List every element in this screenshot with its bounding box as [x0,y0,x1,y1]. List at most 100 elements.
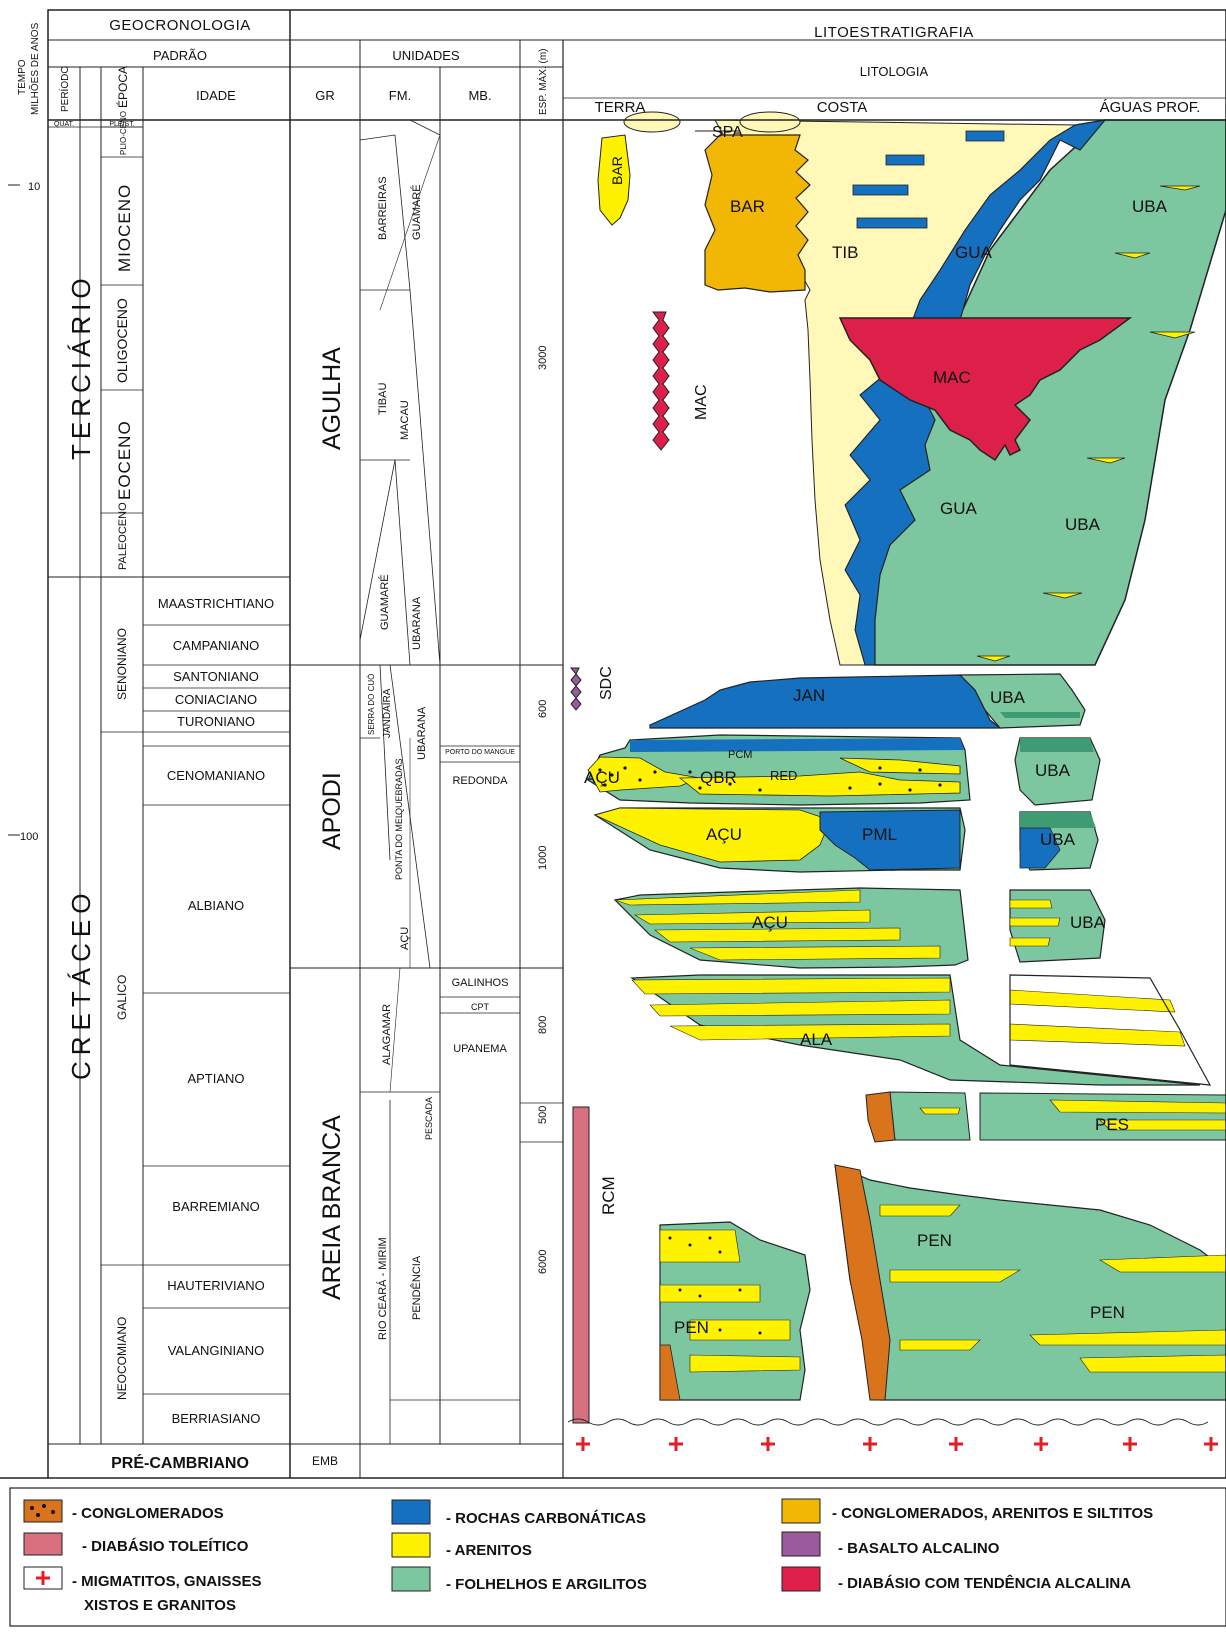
legend-folhelhos: - FOLHELHOS E ARGILITOS [446,1576,647,1593]
rcm-diabase [573,1107,589,1423]
rock-pcm: PCM [728,749,752,761]
mb-cpt: CPT [471,1002,490,1012]
legend-swatch-cong-aren-silt [782,1499,820,1523]
padrao-heading: PADRÃO [153,48,207,63]
carbonate-lens [966,131,1004,141]
legend-migmatitos-2: XISTOS E GRANITOS [84,1597,236,1614]
legend-conglomerados: - CONGLOMERADOS [72,1505,224,1522]
oligoceno-label: OLIGOCENO [114,298,130,383]
periodo-label: PERÍODO [58,66,71,112]
fm-rio-ceara-mirim: RIO CEARÁ - MIRIM [376,1237,389,1340]
thick-3000: 3000 [537,346,549,370]
legend: - CONGLOMERADOS - DIABÁSIO TOLEÍTICO - M… [10,1488,1226,1626]
fm-acu: AÇU [399,927,411,950]
legend-swatch-diabasio-toleitico [24,1533,62,1555]
legend-diabasio-toleitico: - DIABÁSIO TOLEÍTICO [82,1538,249,1555]
rock-rcm: RCM [599,1176,618,1215]
costa-label: COSTA [817,99,868,116]
thick-1000: 1000 [537,846,549,870]
carbonate-lens [886,155,924,165]
fm-serra-do-cuo: SERRA DO CUÓ [367,674,376,735]
legend-migmatitos-1: - MIGMATITOS, GNAISSES [72,1573,261,1590]
rock-tib: TIB [832,243,858,262]
time-10: 10 [28,181,40,193]
legend-swatch-folhelhos [392,1567,430,1591]
rock-gua-2: GUA [940,499,978,518]
rock-mac-dyke: MAC [693,384,710,420]
legend-diabasio-alc: - DIABÁSIO COM TENDÊNCIA ALCALINA [838,1574,1131,1592]
legend-swatch-diabasio-alc [782,1567,820,1591]
terra-label: TERRA [595,99,646,116]
tempo-label: TEMPO [17,59,28,95]
fm-guamare-1: GUAMARÉ [410,184,423,240]
group-areia-branca: AREIA BRANCA [318,1115,346,1300]
senoniano-label: SENONIANO [115,628,129,700]
mb-galinhos: GALINHOS [452,977,509,989]
fm-pendencia: PENDÊNCIA [410,1255,423,1320]
basement-crosses [576,1437,1218,1451]
legend-swatch-basalto [782,1532,820,1556]
rock-uba-3: UBA [990,688,1026,707]
rock-uba-6: UBA [1070,913,1106,932]
thick-6000: 6000 [537,1250,549,1274]
age-labels: MAASTRICHTIANO CAMPANIANO SANTONIANO CON… [158,596,274,1426]
rock-jan: JAN [793,686,825,705]
uba-block-2-dark [1020,812,1096,828]
rock-spa: SPA [712,124,743,141]
mb-upanema: UPANEMA [453,1043,507,1055]
lithology-panel [568,112,1226,1451]
paleoceno-label: PALEOCENO [117,502,129,570]
rock-bar: BAR [730,197,765,216]
fm-ubarana-2: UBARANA [416,706,428,760]
fm-quebradas: QUEBRADAS [394,758,404,815]
thickness-labels: 3000 600 1000 800 500 6000 [537,346,549,1274]
fm-jandaira: JANDAÍRA [380,688,393,738]
rock-mac: MAC [933,368,971,387]
fm-ubarana-1: UBARANA [411,596,423,650]
sdc-basalt [571,668,581,710]
fm-tibau: TIBAU [377,383,389,415]
spa-lens [740,112,800,132]
fm-ponta-do-mel: PONTA DO MEL [394,813,404,880]
quat-label: QUAT. [54,121,74,128]
formation-labels: BARREIRAS GUAMARÉ TIBAU MACAU GUAMARÉ UB… [367,176,434,1340]
age-santoniano: SANTONIANO [173,669,259,684]
time-100: 100 [20,831,38,843]
idade-label: IDADE [196,88,236,103]
mb-label: MB. [468,88,491,103]
group-emb: EMB [312,1454,338,1468]
age-albiano: ALBIANO [188,898,244,913]
carbonate-lens [853,185,908,195]
legend-swatch-carbonaticas [392,1500,430,1524]
mb-porto-do-mangue: PORTO DO MANGUE [445,749,515,756]
mb-redonda: REDONDA [452,775,508,787]
age-turoniano: TURONIANO [177,714,255,729]
terciario-label: TERCIÁRIO [66,273,96,460]
qbr-carbonate-top [630,738,964,752]
aguas-label: ÁGUAS PROF. [1100,99,1201,116]
cretaceo-label: CRETÁCEO [66,888,96,1080]
thick-600: 600 [537,700,549,718]
age-hauteriviano: HAUTERIVIANO [167,1278,265,1293]
pes-left-shale [890,1092,970,1140]
fm-alagamar: ALAGAMAR [381,1004,393,1065]
group-apodi: APODI [318,772,346,850]
mioceno-label: MIOCENO [115,184,134,272]
galico-label: GALICO [115,975,129,1020]
rock-uba-5: UBA [1040,830,1076,849]
esp-label: ESP. MÁX. (m) [536,49,549,116]
rock-acu-3: AÇU [752,913,788,932]
legend-swatch-arenitos [392,1533,430,1557]
milhoes-label: MILHÕES DE ANOS [28,22,41,115]
unidades-heading: UNIDADES [392,48,460,63]
unconformity-line [568,1419,1208,1425]
fm-pescada: PESCADA [424,1097,434,1140]
precambriano-label: PRÉ-CAMBRIANO [111,1453,249,1472]
age-coniaciano: CONIACIANO [175,692,257,707]
geo-heading: GEOCRONOLOGIA [109,17,251,34]
rock-pml: PML [862,825,897,844]
rock-qbr: QBR [700,768,737,787]
uba-block-1-dark [1020,738,1094,752]
